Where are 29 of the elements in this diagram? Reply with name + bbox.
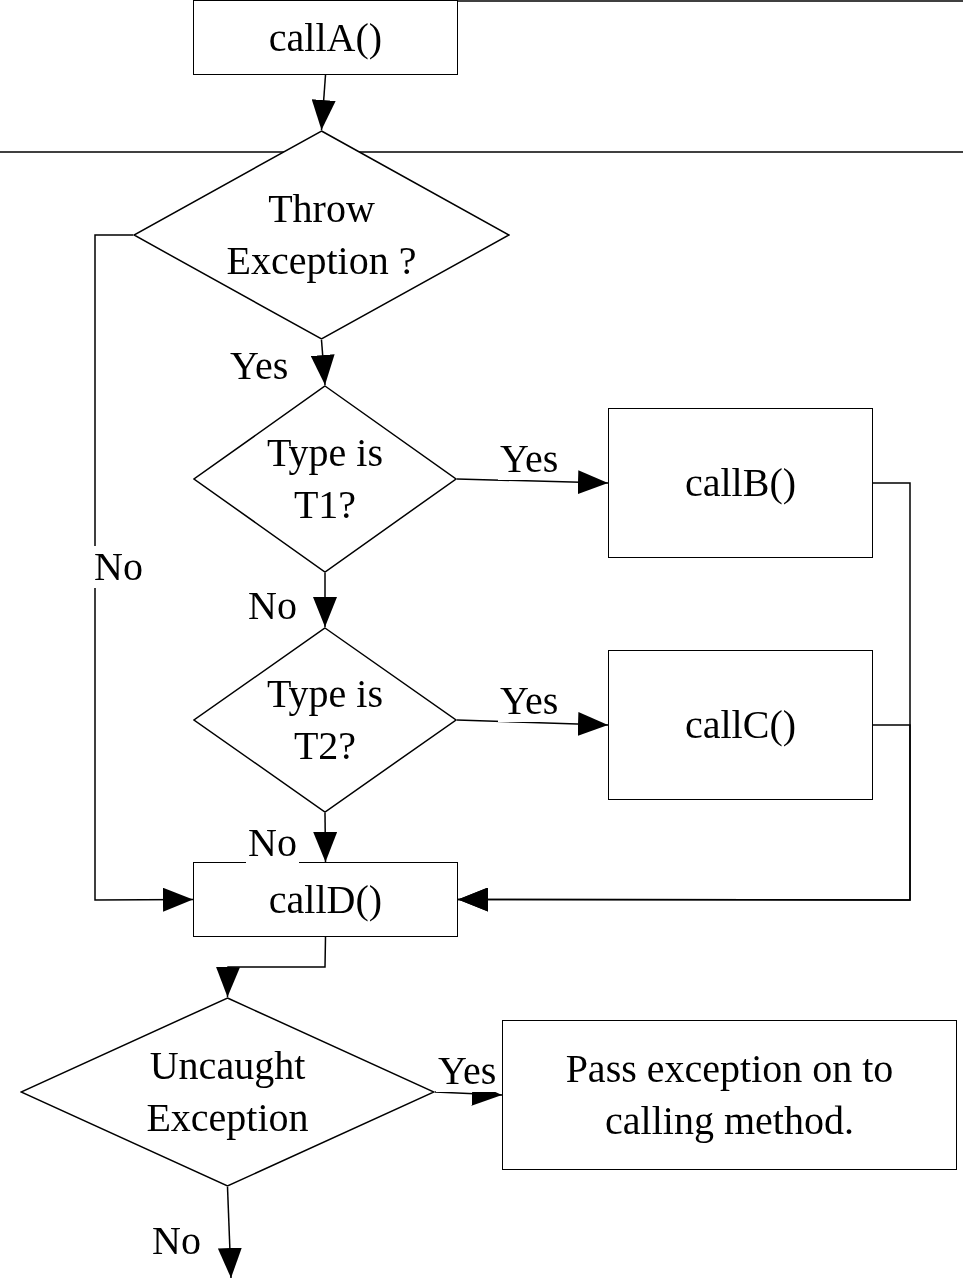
node-text: callB() bbox=[683, 459, 798, 507]
node-text: Uncaught Exception bbox=[145, 1042, 310, 1142]
arrow bbox=[216, 936, 327, 998]
process-box bbox=[193, 862, 458, 937]
decision-diamond bbox=[20, 997, 435, 1187]
process-box bbox=[608, 650, 873, 800]
process-box bbox=[193, 0, 458, 75]
node-text: Throw Exception ? bbox=[225, 185, 418, 285]
arrow bbox=[457, 724, 911, 912]
arrow bbox=[217, 1186, 242, 1279]
arrow bbox=[310, 339, 335, 386]
decision-diamond bbox=[193, 627, 457, 813]
node-text: callD() bbox=[267, 875, 384, 924]
node-text: Type is T1? bbox=[265, 429, 385, 529]
process-box bbox=[502, 1020, 957, 1170]
arrow bbox=[313, 812, 338, 863]
decision-diamond bbox=[133, 130, 510, 340]
arrow bbox=[94, 234, 194, 912]
node-text: Type is T2? bbox=[265, 670, 385, 770]
arrow bbox=[456, 712, 609, 736]
edge-label: No bbox=[92, 546, 145, 588]
arrow bbox=[313, 572, 337, 628]
node-text: callC() bbox=[683, 701, 798, 749]
node-text: callA() bbox=[267, 13, 384, 62]
decision-diamond bbox=[193, 385, 457, 573]
process-box bbox=[608, 408, 873, 558]
node-text: Pass exception on to calling method. bbox=[564, 1045, 895, 1145]
arrow bbox=[311, 74, 336, 131]
arrow bbox=[456, 470, 609, 495]
